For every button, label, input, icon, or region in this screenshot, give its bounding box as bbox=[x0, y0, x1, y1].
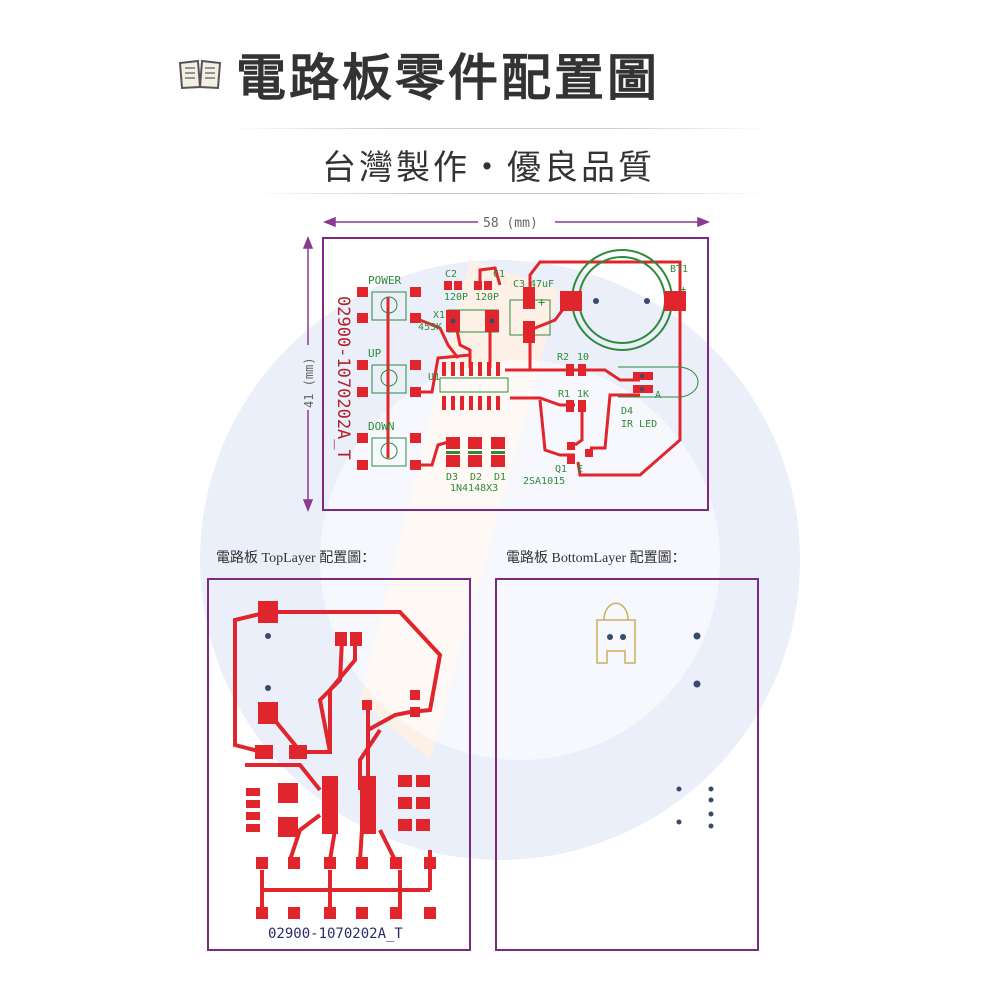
top-layer-pads bbox=[246, 601, 436, 919]
resistor-r1-pad bbox=[578, 400, 586, 412]
width-label: 58 (mm) bbox=[483, 216, 538, 231]
battery-bt1 bbox=[560, 249, 686, 351]
label-u1: U1 bbox=[428, 372, 440, 383]
label-d1: D1 bbox=[494, 472, 506, 483]
ir-led-d4 bbox=[618, 366, 699, 398]
height-label: 41 (mm) bbox=[302, 357, 316, 408]
resistor-r2-pad bbox=[566, 364, 574, 376]
label-down: DOWN bbox=[368, 420, 395, 433]
label-bt1: BT1 bbox=[670, 264, 688, 275]
label-x1-value: 455K bbox=[418, 322, 442, 333]
switch-up bbox=[357, 360, 421, 397]
capacitors-c1-c2 bbox=[444, 281, 492, 290]
open-book-icon bbox=[178, 59, 222, 90]
transistor-q1 bbox=[567, 442, 593, 464]
label-d4: D4 bbox=[621, 406, 633, 417]
bottom-layer-drawing bbox=[495, 578, 759, 951]
switch-power bbox=[357, 287, 421, 323]
divider bbox=[230, 128, 770, 129]
capacitor-c3 bbox=[509, 287, 551, 343]
ir-led-outline bbox=[596, 602, 636, 664]
label-q1: Q1 bbox=[555, 464, 567, 475]
assembly-drawing: 58 (mm) 41 (mm) 02900-1070202A_T bbox=[302, 216, 711, 513]
label-c3-plus: + bbox=[538, 295, 545, 309]
label-d2: D2 bbox=[470, 472, 482, 483]
crystal-x1 bbox=[446, 309, 499, 333]
label-d3: D3 bbox=[446, 472, 458, 483]
diodes-d1-d3 bbox=[446, 437, 505, 467]
label-c2-value: 120P bbox=[444, 292, 468, 303]
label-c3-value: 47uF bbox=[530, 279, 554, 290]
page-title: 電路板零件配置圖 bbox=[178, 38, 660, 110]
resistor-r2-pad bbox=[578, 364, 586, 376]
height-dimension bbox=[302, 235, 314, 513]
label-r2: R2 bbox=[557, 352, 569, 363]
board-id: 02900-1070202A_T bbox=[333, 296, 353, 460]
label-q1-value: 2SA1015 bbox=[523, 476, 565, 487]
label-anode: A bbox=[655, 390, 661, 401]
page-subtitle: 台灣製作・優良品質 bbox=[322, 148, 655, 188]
label-diodes-value: 1N4148X3 bbox=[450, 483, 498, 494]
label-x1: X1 bbox=[433, 310, 445, 321]
label-c3: C3 bbox=[513, 279, 525, 290]
label-r1-value: 1K bbox=[577, 389, 589, 400]
resistor-r1-pad bbox=[566, 400, 574, 412]
label-up: UP bbox=[368, 347, 382, 360]
label-emitter: E bbox=[577, 464, 583, 475]
label-bt1-plus: + bbox=[680, 283, 687, 296]
label-r1: R1 bbox=[558, 389, 570, 400]
top-layer-caption: 電路板 TopLayer 配置圖： bbox=[216, 551, 376, 566]
switch-down bbox=[357, 433, 421, 470]
label-c1: C1 bbox=[493, 269, 505, 280]
page-title-text: 電路板零件配置圖 bbox=[236, 49, 660, 107]
width-dimension bbox=[322, 216, 711, 228]
label-c2: C2 bbox=[445, 269, 457, 280]
label-c1-value: 120P bbox=[475, 292, 499, 303]
board-outline bbox=[322, 237, 709, 511]
top-layer-board-id: 02900-1070202A_T bbox=[268, 926, 403, 942]
watermark-logo bbox=[200, 260, 800, 860]
label-power: POWER bbox=[368, 274, 401, 287]
label-d4-value: IR LED bbox=[621, 419, 657, 430]
ic-u1 bbox=[439, 362, 509, 410]
top-layer-drawing: 02900-1070202A_T bbox=[207, 578, 471, 951]
divider bbox=[250, 193, 770, 194]
label-r2-value: 10 bbox=[577, 352, 589, 363]
bottom-layer-caption: 電路板 BottomLayer 配置圖： bbox=[506, 551, 686, 566]
